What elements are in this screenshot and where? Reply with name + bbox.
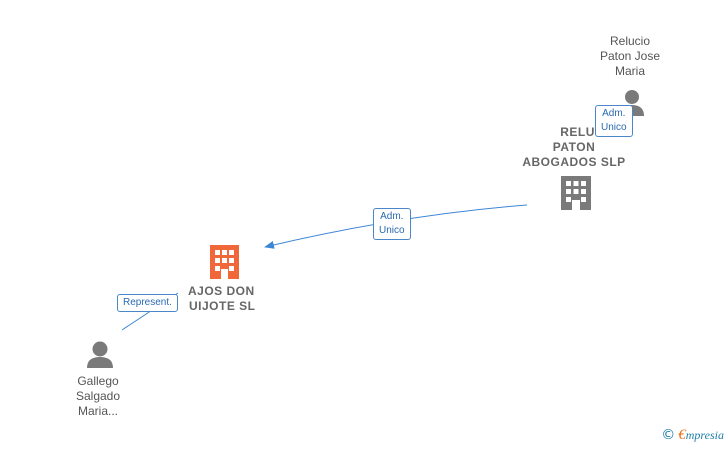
label-line: Maria xyxy=(614,64,645,78)
watermark-e: € xyxy=(678,427,686,443)
label-line: Salgado xyxy=(75,389,121,403)
label-line: PATON xyxy=(552,140,596,154)
label-line: ABOGADOS SLP xyxy=(522,155,626,169)
edge-label-line: Adm. xyxy=(380,211,404,222)
main-company-label[interactable]: AJOS DON UIJOTE SL xyxy=(184,284,266,314)
edge-label-line: Unico xyxy=(601,122,627,133)
person-label[interactable]: Relucio Paton Jose Maria xyxy=(590,34,670,79)
label-line: UIJOTE SL xyxy=(189,299,256,313)
edge-label-line: Adm. xyxy=(602,108,626,119)
label-line: Relucio xyxy=(609,34,651,48)
edge-label-bottom[interactable]: Represent. xyxy=(117,294,178,312)
empresia-watermark: © €mpresia xyxy=(661,427,724,444)
label-line: AJOS DON xyxy=(188,284,255,298)
building-icon[interactable] xyxy=(210,245,239,279)
person-label[interactable]: Gallego Salgado Maria... xyxy=(58,374,138,419)
edge-label-top[interactable]: Adm. Unico xyxy=(595,105,633,137)
label-line: Gallego xyxy=(77,374,119,388)
label-line: Paton Jose xyxy=(599,49,661,63)
label-line: Maria... xyxy=(77,404,118,418)
building-icon[interactable] xyxy=(561,176,591,210)
person-icon[interactable] xyxy=(87,341,113,369)
copyright-symbol: © xyxy=(661,427,676,443)
edge-label-middle[interactable]: Adm. Unico xyxy=(373,208,411,240)
watermark-text: mpresia xyxy=(685,428,724,442)
edge-label-line: Represent. xyxy=(123,297,172,308)
edge-label-line: Unico xyxy=(379,225,405,236)
